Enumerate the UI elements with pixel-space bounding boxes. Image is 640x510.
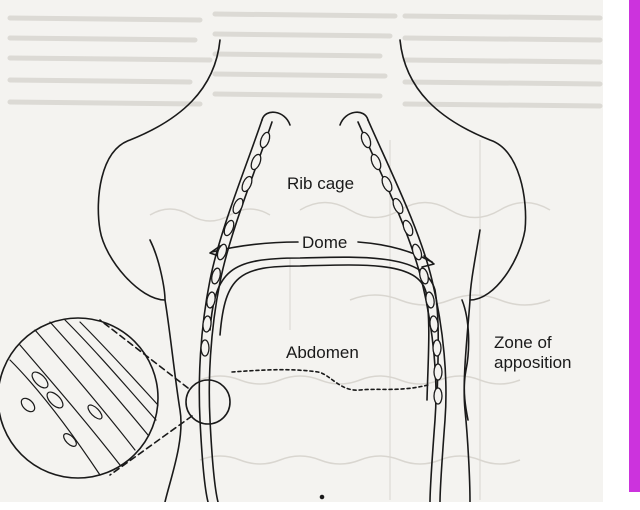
rib-cage-label: Rib cage: [287, 175, 354, 192]
clavicle-right: [340, 112, 368, 125]
inner-arm-right: [470, 230, 480, 300]
zone-label-line-1: Zone of: [494, 333, 572, 353]
bottom-margin: [0, 502, 629, 510]
spine-mark: [321, 496, 324, 499]
diaphragm-dome-upper: [210, 257, 438, 400]
rib-cage-right-inner: [358, 122, 436, 502]
background-text-smudge: [10, 14, 600, 106]
clavicle-left: [262, 112, 290, 125]
accent-side-bar: [629, 0, 640, 492]
body-outline-left: [98, 40, 220, 502]
dome-label: Dome: [302, 234, 347, 251]
rib-cage-right-outer: [368, 120, 446, 502]
rib-segments-right: [360, 131, 442, 404]
inner-arm-left: [150, 240, 165, 300]
magnify-small-circle: [186, 380, 230, 424]
zone-label-line-2: apposition: [494, 353, 572, 373]
abdomen-label: Abdomen: [286, 344, 359, 361]
zone-of-apposition-label: Zone of apposition: [494, 333, 572, 373]
